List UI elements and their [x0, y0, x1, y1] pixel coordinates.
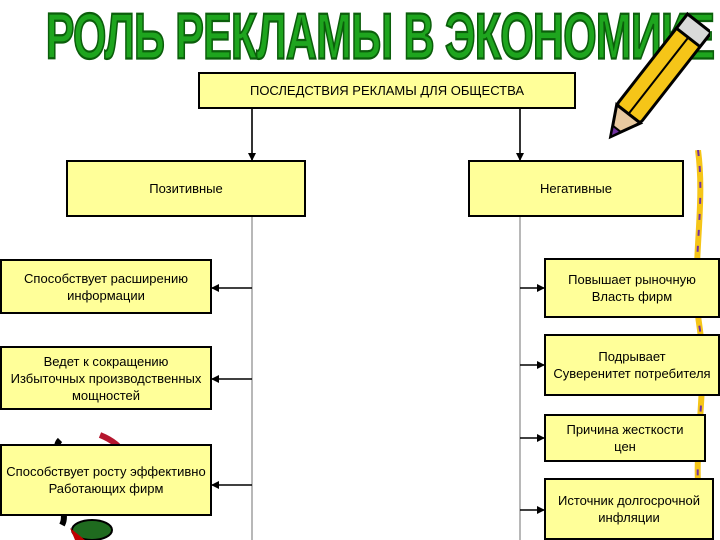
root-label: ПОСЛЕДСТВИЯ РЕКЛАМЫ ДЛЯ ОБЩЕСТВА: [249, 83, 525, 98]
negative-label: Негативные: [540, 181, 612, 196]
negative-item: Причина жесткости цен: [544, 414, 706, 462]
positive-label: Позитивные: [149, 181, 223, 196]
negative-item: Повышает рыночную Власть фирм: [544, 258, 720, 318]
negative-box: Негативные: [468, 160, 684, 217]
pencil-icon: [608, 11, 710, 140]
positive-box: Позитивные: [66, 160, 306, 217]
negative-item: Подрывает Суверенитет потребителя: [544, 334, 720, 396]
positive-item: Ведет к сокращению Избыточных производст…: [0, 346, 212, 410]
root-box: ПОСЛЕДСТВИЯ РЕКЛАМЫ ДЛЯ ОБЩЕСТВА: [198, 72, 576, 109]
positive-item: Способствует росту эффективно Работающих…: [0, 444, 212, 516]
positive-item: Способствует расширению информации: [0, 259, 212, 314]
negative-item: Источник долгосрочной инфляции: [544, 478, 714, 540]
